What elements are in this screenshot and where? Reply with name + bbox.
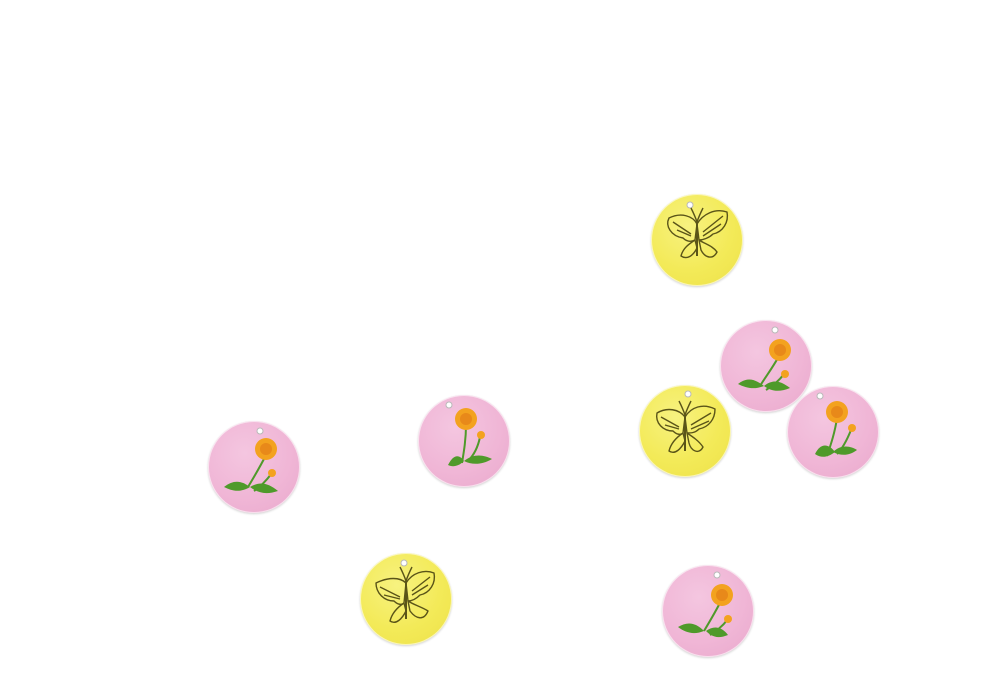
token-dandelion[interactable] <box>787 386 879 478</box>
token-dandelion[interactable] <box>662 565 754 657</box>
token-dandelion[interactable] <box>720 320 812 412</box>
token-butterfly[interactable] <box>651 194 743 286</box>
dandelion-icon <box>738 326 791 391</box>
dandelion-icon <box>445 401 492 467</box>
token-butterfly[interactable] <box>639 385 731 477</box>
token-butterfly[interactable] <box>360 553 452 645</box>
token-dandelion[interactable] <box>208 421 300 513</box>
butterfly-icon <box>656 390 716 453</box>
butterfly-icon <box>375 559 436 623</box>
token-dandelion[interactable] <box>418 395 510 487</box>
dandelion-icon <box>678 571 733 638</box>
dandelion-icon <box>815 392 857 457</box>
butterfly-icon <box>667 201 729 259</box>
dandelion-icon <box>224 427 278 494</box>
